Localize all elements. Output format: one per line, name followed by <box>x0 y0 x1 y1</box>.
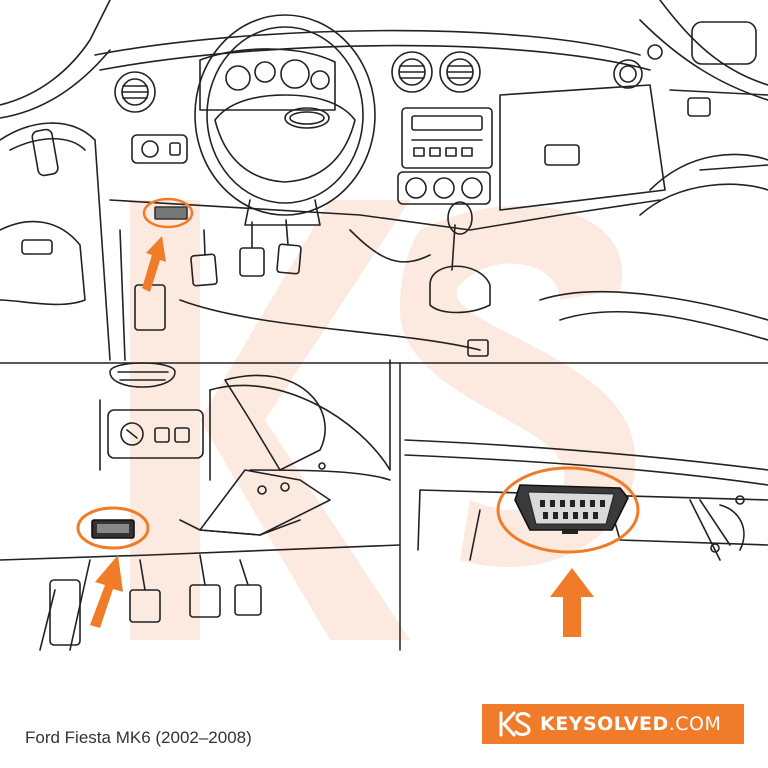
ks-logo-icon <box>499 711 531 737</box>
obd-port-icon <box>514 484 629 534</box>
dashboard-closeup <box>0 359 401 651</box>
dashboard-overview <box>0 0 768 361</box>
obd-highlight-ring <box>496 466 640 554</box>
brand-suffix: .COM <box>668 713 722 735</box>
ford-logo-icon <box>284 107 330 129</box>
obd-highlight-ring <box>76 506 150 550</box>
brand-wordmark: KEYSOLVED.COM <box>540 713 721 735</box>
obd-location-illustration <box>0 0 768 651</box>
ks-watermark <box>130 200 636 640</box>
brand-name: KEYSOLVED <box>540 713 669 735</box>
arrow-up-icon <box>90 555 123 628</box>
arrow-up-icon <box>142 236 166 292</box>
keysolved-brand-banner[interactable]: KEYSOLVED.COM <box>482 704 744 744</box>
arrow-up-icon <box>550 568 594 637</box>
obd-port-closeup <box>404 439 768 637</box>
obd-highlight-ring <box>142 197 194 229</box>
vehicle-caption: Ford Fiesta MK6 (2002–2008) <box>25 728 252 747</box>
obd-port-icon <box>154 206 188 220</box>
